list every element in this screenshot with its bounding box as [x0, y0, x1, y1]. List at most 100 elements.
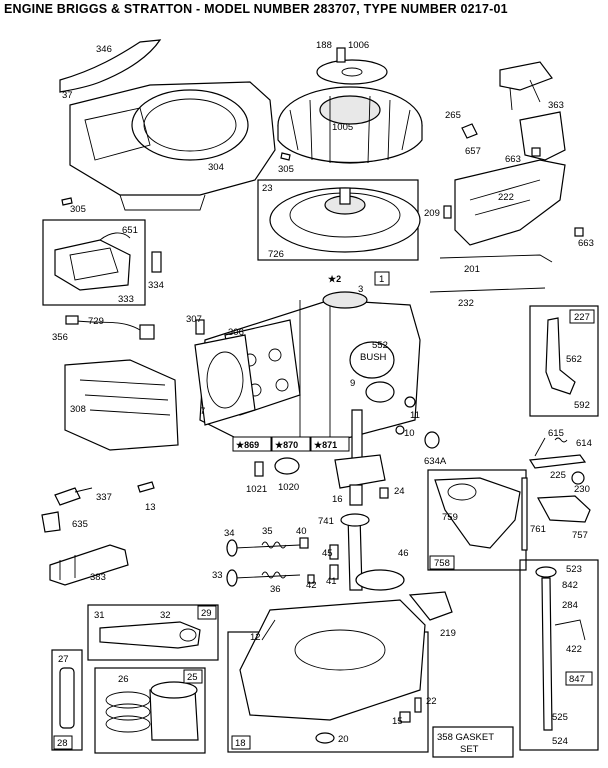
- bracket-219[interactable]: [408, 591, 453, 621]
- plug-10[interactable]: [395, 425, 405, 435]
- label-227: 227: [574, 312, 590, 323]
- governor-crank-759[interactable]: [434, 477, 521, 549]
- muffler-308[interactable]: [64, 359, 179, 451]
- spring-35[interactable]: [261, 541, 287, 549]
- label-759: 759: [442, 512, 458, 523]
- dipstick-tube-847[interactable]: [535, 566, 586, 731]
- key-24[interactable]: [379, 487, 389, 499]
- screw-22[interactable]: [414, 697, 422, 713]
- bearing-1020[interactable]: [274, 457, 300, 475]
- spring-614[interactable]: [554, 437, 568, 443]
- control-lever-363[interactable]: [499, 61, 553, 111]
- link-232[interactable]: [429, 287, 546, 293]
- label-219: 219: [440, 628, 456, 639]
- spring-36[interactable]: [261, 571, 287, 579]
- throttle-lever-227[interactable]: [545, 317, 576, 395]
- governor-lever-225[interactable]: [528, 454, 587, 469]
- tappet-45[interactable]: [329, 544, 339, 560]
- head-gasket-7[interactable]: [194, 334, 256, 426]
- label-614: 614: [576, 438, 592, 449]
- label-9: 9: [350, 378, 355, 389]
- cam-gear-741[interactable]: [355, 569, 405, 591]
- screw-305a[interactable]: [280, 152, 291, 161]
- tube-box: [51, 649, 83, 751]
- clip-230[interactable]: [571, 471, 585, 485]
- label-523: 523: [566, 564, 582, 575]
- label-651: 651: [122, 225, 138, 236]
- flywheel-1005[interactable]: [277, 86, 423, 164]
- armature-651[interactable]: [54, 232, 131, 291]
- label-726: 726: [268, 249, 284, 260]
- coil-383[interactable]: [49, 544, 129, 586]
- screw-663a[interactable]: [531, 147, 541, 157]
- bolt-307[interactable]: [195, 319, 205, 335]
- bolt-657[interactable]: [461, 123, 478, 139]
- spark-plug-337[interactable]: [54, 487, 93, 506]
- label-46: 46: [398, 548, 409, 559]
- valve-34[interactable]: [226, 539, 301, 557]
- shaft-761[interactable]: [521, 477, 528, 551]
- crankshaft-16[interactable]: [334, 409, 386, 506]
- label-346: 346: [96, 44, 112, 55]
- tube-27[interactable]: [59, 667, 75, 729]
- kit-870[interactable]: [271, 436, 311, 452]
- label-592: 592: [574, 400, 590, 411]
- label-41: 41: [326, 576, 337, 587]
- oil-sump-18[interactable]: [239, 599, 426, 721]
- piston-box: [94, 667, 206, 754]
- screw-13[interactable]: [137, 481, 155, 493]
- screw-663b[interactable]: [574, 227, 584, 237]
- seal-9[interactable]: [365, 381, 395, 403]
- retainer-40[interactable]: [299, 537, 309, 549]
- plug-15[interactable]: [399, 711, 411, 723]
- camshaft-46[interactable]: [340, 513, 370, 591]
- piston-25[interactable]: [149, 681, 199, 741]
- kit-869[interactable]: [232, 436, 272, 452]
- label-27: 27: [58, 654, 69, 665]
- tappet-41[interactable]: [329, 564, 339, 580]
- label-10: 10: [404, 428, 415, 439]
- label-15: 15: [392, 716, 403, 727]
- label-265: 265: [445, 110, 461, 121]
- kit-871[interactable]: [310, 436, 350, 452]
- governor-shaft-615[interactable]: [534, 437, 546, 457]
- rewind-starter-726[interactable]: [269, 187, 421, 253]
- label-16: 16: [332, 494, 343, 505]
- label-422: 422: [566, 644, 582, 655]
- screw-334[interactable]: [151, 251, 162, 273]
- link-201[interactable]: [439, 254, 553, 263]
- label-869: ★869: [236, 440, 259, 450]
- label-304: 304: [208, 162, 224, 173]
- dipstick-11[interactable]: [404, 396, 416, 408]
- label-24: 24: [394, 486, 405, 497]
- rings-26[interactable]: [105, 691, 151, 733]
- label-761: 761: [530, 524, 546, 535]
- connecting-rod-29[interactable]: [99, 621, 201, 649]
- label-524: 524: [552, 736, 568, 747]
- screw-188[interactable]: [336, 47, 346, 63]
- plug-20[interactable]: [315, 732, 335, 744]
- label-308: 308: [70, 404, 86, 415]
- ground-wire-729[interactable]: [65, 315, 155, 340]
- screw-209[interactable]: [443, 205, 452, 219]
- label-42: 42: [306, 580, 317, 591]
- label-201: 201: [464, 264, 480, 275]
- label-615: 615: [548, 428, 564, 439]
- valve-33[interactable]: [226, 569, 301, 587]
- pin-42[interactable]: [307, 574, 315, 584]
- terminal-635[interactable]: [41, 511, 61, 533]
- label-12: 12: [250, 632, 261, 643]
- gasket-12[interactable]: [261, 619, 276, 641]
- label-871: ★871: [314, 440, 337, 450]
- control-bracket-222[interactable]: [454, 111, 566, 246]
- screen-1006[interactable]: [316, 59, 388, 85]
- label-34: 34: [224, 528, 235, 539]
- flywheel-key-1021[interactable]: [254, 461, 264, 477]
- screw-305b[interactable]: [61, 197, 73, 206]
- label-1: 1: [379, 274, 384, 285]
- tag-758: [429, 555, 455, 570]
- oil-seal-634a[interactable]: [424, 431, 440, 449]
- lever-757[interactable]: [537, 495, 591, 523]
- blower-housing-304[interactable]: [69, 81, 276, 211]
- air-vane-37[interactable]: [59, 39, 162, 93]
